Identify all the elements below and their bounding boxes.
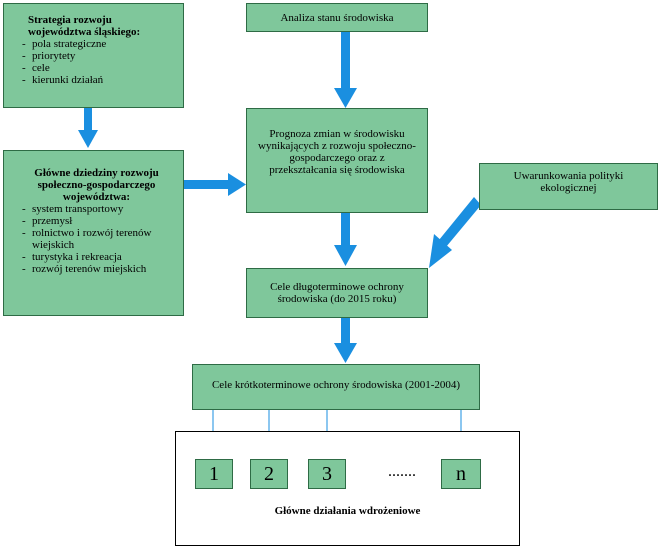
list-item: rozwój terenów miejskich <box>22 263 177 275</box>
shortterm-box: Cele krótkoterminowe ochrony środowiska … <box>192 364 480 410</box>
forecast-label: Prognoza zmian w środowisku wynikających… <box>258 127 416 176</box>
list-item: system transportowy <box>22 203 177 215</box>
action-box-3: 3 <box>308 459 346 489</box>
action-box-n: n <box>441 459 481 489</box>
strategy-title: Strategia rozwoju województwa śląskiego: <box>28 14 141 38</box>
list-item: przemysł <box>22 215 177 227</box>
strategy-box: Strategia rozwoju województwa śląskiego:… <box>3 3 184 108</box>
analysis-label: Analiza stanu środowiska <box>280 11 394 24</box>
strategy-list: pola strategiczne priorytety cele kierun… <box>22 38 177 86</box>
analysis-box: Analiza stanu środowiska <box>246 3 428 32</box>
list-item: priorytety <box>22 50 177 62</box>
longterm-box: Cele długoterminowe ochrony środowiska (… <box>246 268 428 318</box>
arrow-analysis-to-forecast <box>334 32 357 108</box>
list-item: pola strategiczne <box>22 38 177 50</box>
actions-footer: Główne działania wdrożeniowe <box>274 505 421 517</box>
ellipsis: ....... <box>388 463 416 480</box>
domains-title: Główne dziedziny rozwoju społeczno-gospo… <box>34 167 159 203</box>
forecast-box: Prognoza zmian w środowisku wynikających… <box>246 108 428 213</box>
action-box-2: 2 <box>250 459 288 489</box>
conditions-label: Uwarunkowania polityki ekologicznej <box>513 169 624 194</box>
arrow-domains-to-forecast <box>184 173 246 196</box>
arrow-forecast-to-longterm <box>334 213 357 266</box>
list-item: rolnictwo i rozwój terenów wiejskich <box>22 227 177 251</box>
arrow-longterm-to-shortterm <box>334 318 357 363</box>
action-box-1: 1 <box>195 459 233 489</box>
domains-box: Główne dziedziny rozwoju społeczno-gospo… <box>3 150 184 316</box>
conditions-box: Uwarunkowania polityki ekologicznej <box>479 163 658 210</box>
arrow-conditions-to-longterm <box>429 197 481 268</box>
list-item: cele <box>22 62 177 74</box>
shortterm-label: Cele krótkoterminowe ochrony środowiska … <box>211 379 461 391</box>
list-item: kierunki działań <box>22 74 177 86</box>
domains-list: system transportowy przemysł rolnictwo i… <box>22 203 177 275</box>
list-item: turystyka i rekreacja <box>22 251 177 263</box>
arrow-strategy-to-domains <box>78 108 98 148</box>
longterm-label: Cele długoterminowe ochrony środowiska (… <box>270 281 404 305</box>
